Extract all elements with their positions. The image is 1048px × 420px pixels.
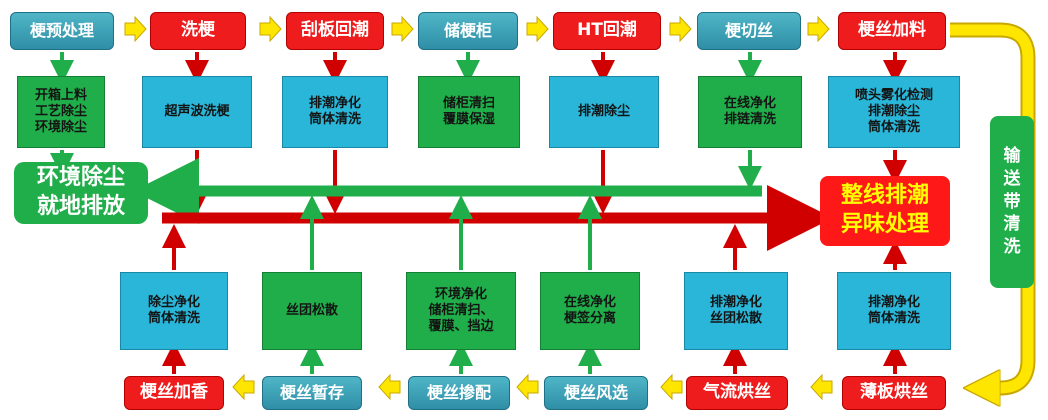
detail-cutting-cleaning: 在线净化 排链清洗 bbox=[698, 76, 802, 148]
node-temp-storage: 梗丝暂存 bbox=[262, 376, 362, 410]
detail-online-purify: 在线净化 梗签分离 bbox=[540, 272, 640, 350]
detail-silo-cleaning: 储柜清扫 覆膜保湿 bbox=[418, 76, 520, 148]
node-airflow-drying: 气流烘丝 bbox=[686, 376, 788, 410]
bottom-up-arrows bbox=[162, 195, 907, 270]
top-flow-chevrons bbox=[124, 15, 830, 43]
detail-scraper-cleaning: 排潮净化 筒体清洗 bbox=[282, 76, 388, 148]
node-stem-washing: 洗梗 bbox=[150, 12, 246, 50]
detail-pretreatment: 开箱上料 工艺除尘 环境除尘 bbox=[17, 76, 105, 148]
odor-treatment: 整线排潮 异味处理 bbox=[820, 176, 950, 246]
node-stem-cutting: 梗切丝 bbox=[697, 12, 801, 50]
top-down-arrows bbox=[50, 52, 907, 84]
detail-casing-checks: 喷头雾化检测 排潮除尘 筒体清洗 bbox=[828, 76, 960, 148]
detail-airflow-exhaust: 排潮净化 丝团松散 bbox=[684, 272, 788, 350]
bottom-flow-chevrons bbox=[232, 373, 833, 401]
node-stem-pretreatment: 梗预处理 bbox=[10, 12, 114, 50]
detail-ht-exhaust: 排潮除尘 bbox=[549, 76, 659, 148]
node-flavoring: 梗丝加香 bbox=[124, 376, 224, 410]
node-blending: 梗丝掺配 bbox=[408, 376, 510, 410]
node-stem-silo: 储梗柜 bbox=[418, 12, 518, 50]
detail-env-purify: 环境净化 储柜清扫、 覆膜、挡边 bbox=[406, 272, 516, 350]
node-ht-conditioning: HT回潮 bbox=[553, 12, 661, 50]
detail-sheet-dryer-cleaning: 排潮净化 筒体清洗 bbox=[837, 272, 951, 350]
env-dust-local-discharge: 环境除尘 就地排放 bbox=[14, 162, 148, 224]
detail-dust-purify: 除尘净化 筒体清洗 bbox=[120, 272, 228, 350]
node-scraper-conditioning: 刮板回潮 bbox=[286, 12, 384, 50]
node-winnowing: 梗丝风选 bbox=[544, 376, 648, 410]
node-sheet-drying: 薄板烘丝 bbox=[842, 376, 946, 410]
node-cut-stem-casing: 梗丝加料 bbox=[838, 12, 946, 50]
bottom-row-up-arrows bbox=[162, 342, 907, 374]
detail-loosening: 丝团松散 bbox=[262, 272, 362, 350]
conveyor-belt-cleaning: 输 送 带 清 洗 bbox=[990, 116, 1034, 288]
detail-ultrasonic-wash: 超声波洗梗 bbox=[142, 76, 252, 148]
